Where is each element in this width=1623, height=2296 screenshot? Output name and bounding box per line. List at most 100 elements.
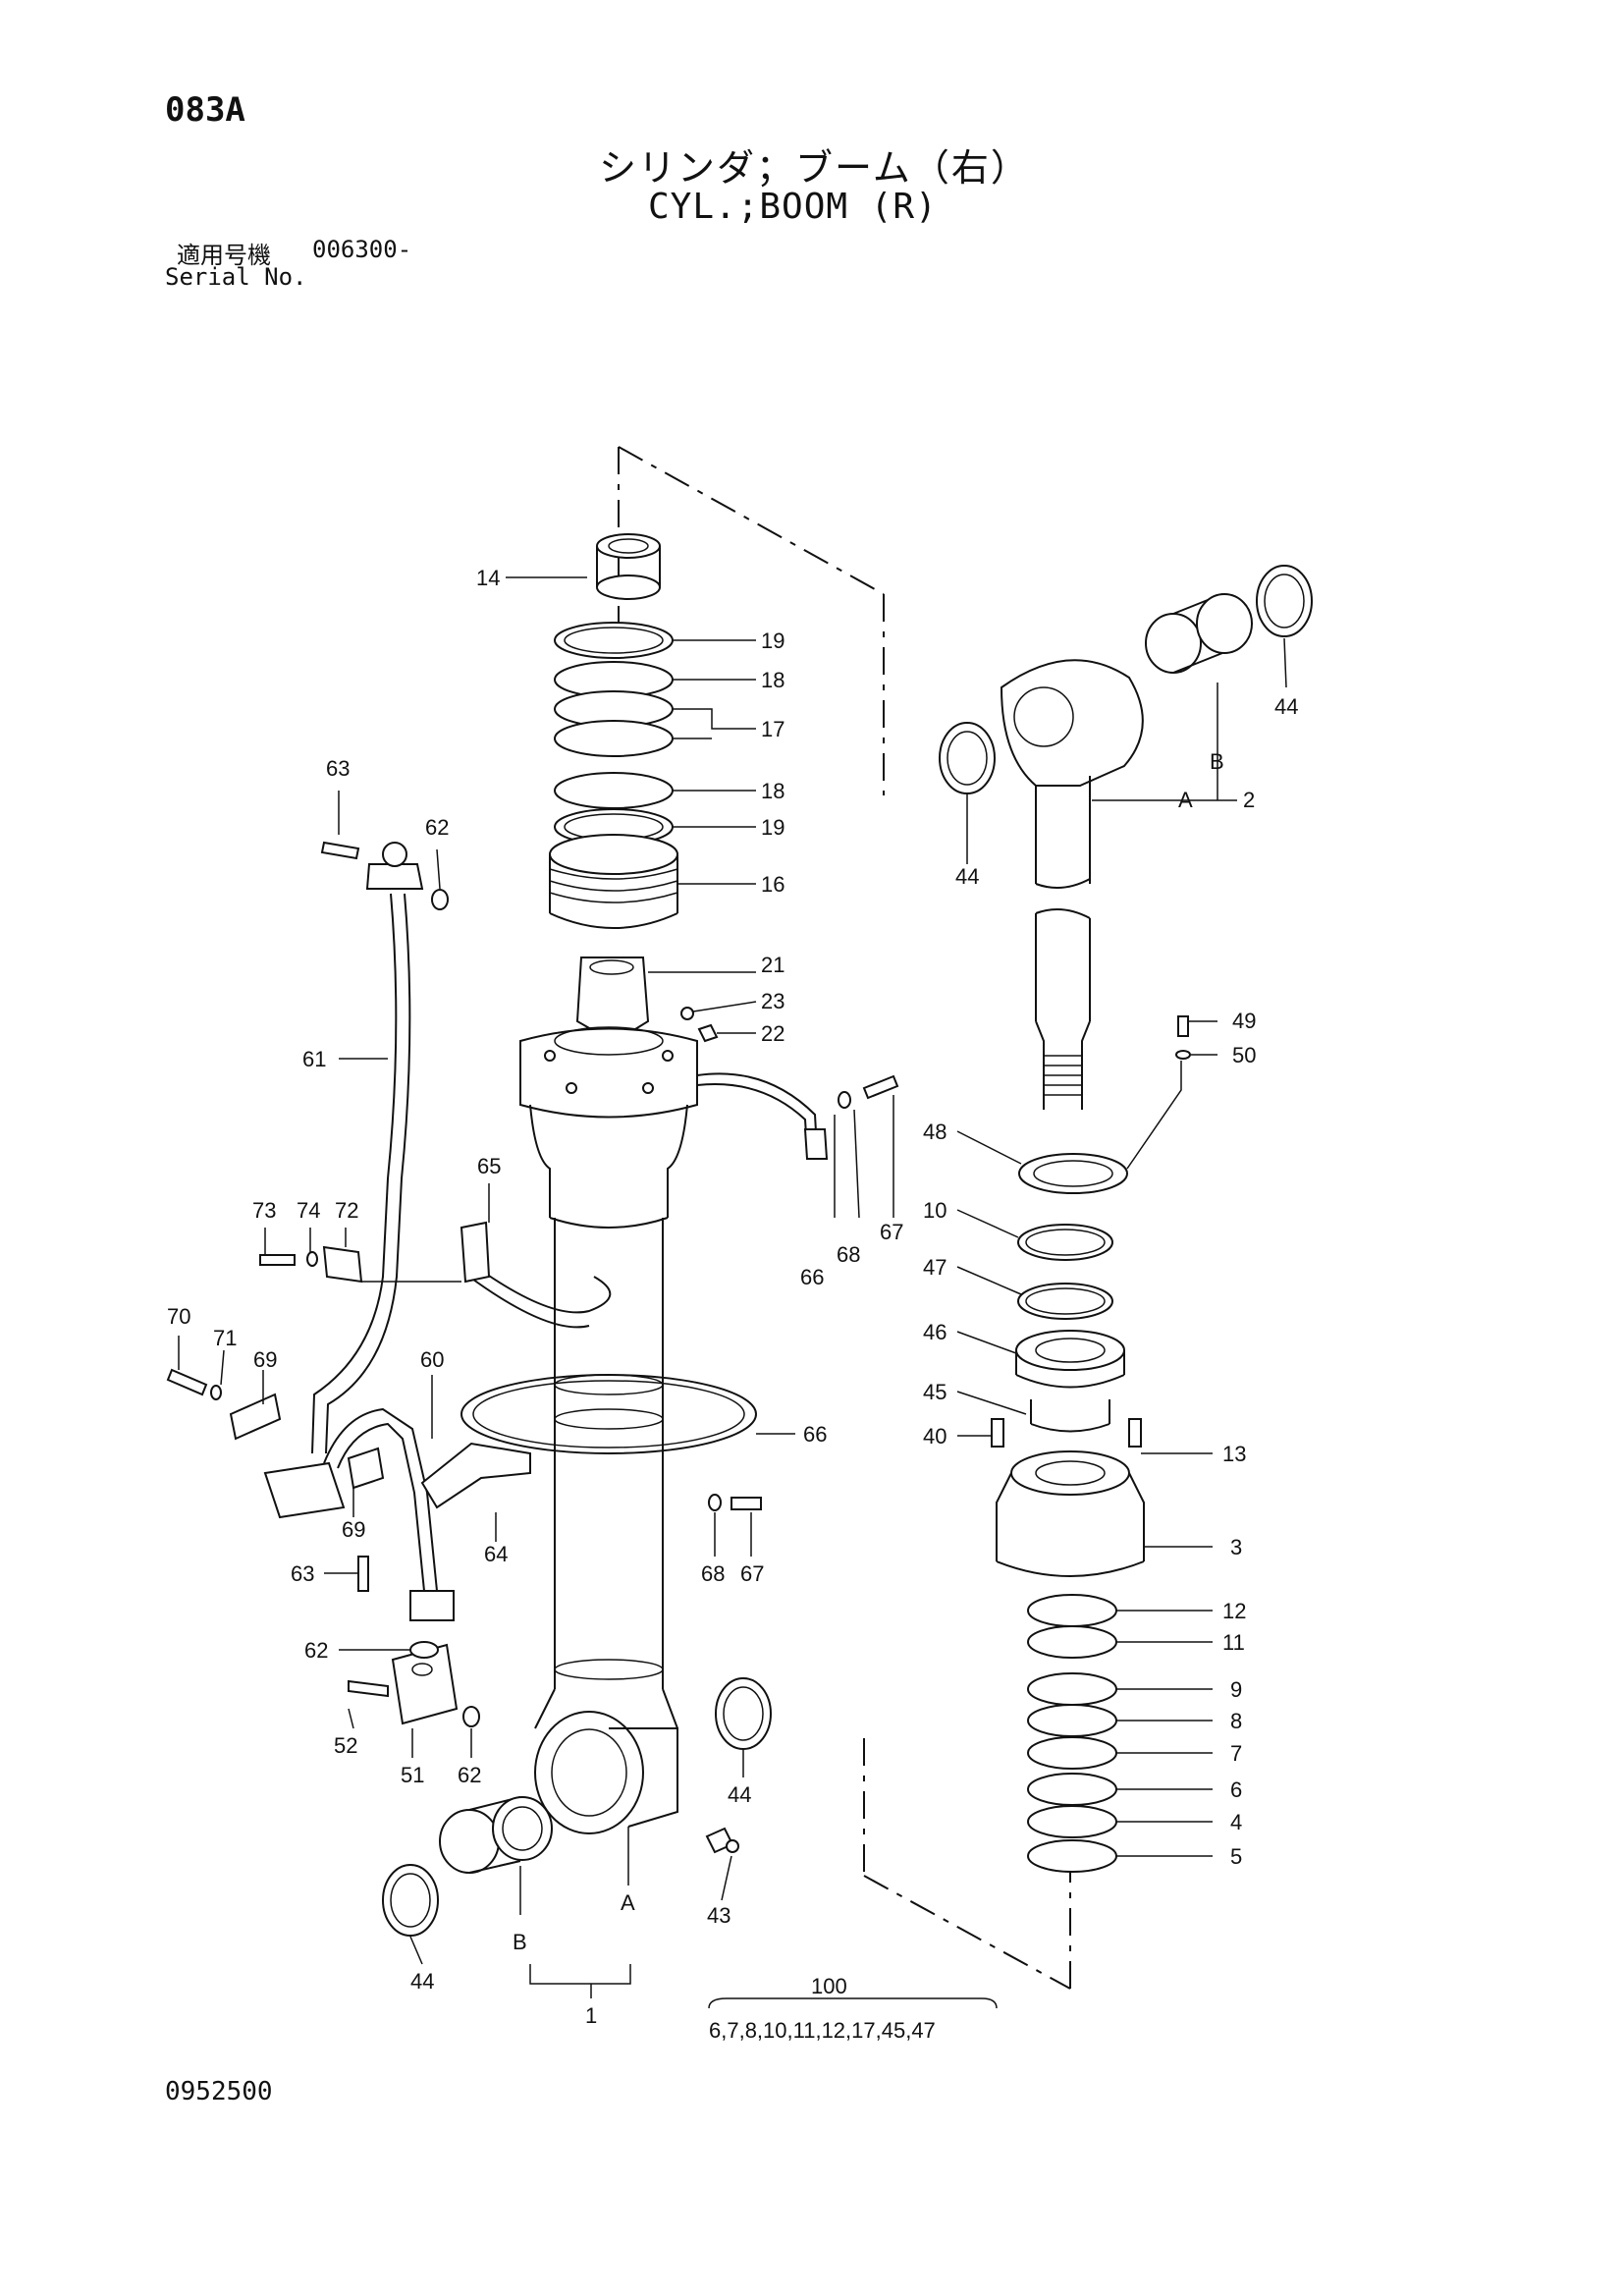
callout-62: 62 — [304, 1638, 328, 1663]
callout-63: 63 — [291, 1561, 314, 1586]
drawing-number: 0952500 — [165, 2077, 273, 2106]
callout-70: 70 — [167, 1304, 190, 1329]
callout-a: A — [621, 1890, 635, 1915]
kit-contents: 6,7,8,10,11,12,17,45,47 — [709, 2018, 936, 2043]
part-1-cylinder-tube — [519, 1026, 698, 1729]
callout-14: 14 — [476, 566, 500, 590]
callout-44: 44 — [1274, 694, 1298, 719]
part-63-bolts — [320, 841, 369, 1592]
callout-9: 9 — [1230, 1677, 1242, 1702]
part-44-seal-rod-left — [939, 722, 996, 794]
part-44-seal-bottom-left — [382, 1864, 439, 1937]
part-61-pipe — [311, 842, 424, 1454]
callout-66: 66 — [800, 1265, 824, 1289]
callout-23: 23 — [761, 989, 784, 1013]
callout-12: 12 — [1222, 1599, 1246, 1623]
callout-1: 1 — [585, 2003, 597, 2028]
callout-22: 22 — [761, 1021, 784, 1046]
title-english: CYL.;BOOM (R) — [648, 187, 938, 227]
part-60-pipe — [323, 1407, 455, 1621]
part-69-71-clip — [166, 1368, 385, 1490]
callout-45: 45 — [923, 1380, 947, 1404]
part-block-flange — [263, 1461, 346, 1519]
callout-8: 8 — [1230, 1709, 1242, 1733]
part-43-grease-fitting — [705, 1827, 739, 1854]
kit-number: 100 — [811, 1974, 847, 1998]
callout-65: 65 — [477, 1154, 501, 1178]
page-code: 083A — [165, 90, 245, 130]
callout-18: 18 — [761, 668, 784, 692]
callout-16: 16 — [761, 872, 784, 897]
callout-72: 72 — [335, 1198, 358, 1223]
callout-13: 13 — [1222, 1442, 1246, 1466]
part-64-bracket — [420, 1442, 531, 1509]
callout-44: 44 — [410, 1969, 434, 1994]
callout-61: 61 — [302, 1047, 326, 1071]
callout-4: 4 — [1230, 1810, 1242, 1834]
callout-67: 67 — [880, 1220, 903, 1244]
serial-number-value: 006300- — [312, 236, 412, 263]
callout-b: B — [513, 1930, 527, 1954]
part-10-47-seals — [1017, 1224, 1113, 1320]
part-46-45-bearing — [1015, 1330, 1125, 1433]
callout-44: 44 — [955, 864, 979, 889]
part-44-seal-bottom-right — [715, 1677, 772, 1750]
callout-52: 52 — [334, 1733, 357, 1758]
callout-2: 2 — [1243, 788, 1255, 812]
part-62-orings — [409, 889, 480, 1727]
callout-68: 68 — [701, 1561, 725, 1586]
part-52-bolt — [348, 1679, 389, 1698]
callout-40: 40 — [923, 1424, 947, 1449]
serial-label-japanese: 適用号機 — [177, 242, 271, 269]
callout-67: 67 — [740, 1561, 764, 1586]
callout-69: 69 — [342, 1517, 365, 1542]
part-bushing-b-bottom — [439, 1796, 553, 1874]
seal-stack-lower — [1027, 1594, 1117, 1873]
callout-17: 17 — [761, 717, 784, 741]
part-72-74-clip — [259, 1245, 363, 1284]
part-66-band-upper — [696, 1072, 829, 1160]
callout-69: 69 — [253, 1347, 277, 1372]
part-1-bottom-eye — [534, 1711, 678, 1834]
part-67-68-bolts — [708, 1074, 899, 1511]
callout-62: 62 — [425, 815, 449, 840]
callout-11: 11 — [1222, 1630, 1245, 1655]
part-3-rod-cover — [996, 1450, 1145, 1577]
callout-71: 71 — [213, 1326, 237, 1350]
callout-3: 3 — [1230, 1535, 1242, 1559]
part-2-piston-rod — [1000, 659, 1144, 1110]
part-49-50-bolt-washer — [1175, 1015, 1191, 1060]
callout-62: 62 — [458, 1763, 481, 1787]
callout-46: 46 — [923, 1320, 947, 1344]
callout-63: 63 — [326, 756, 350, 781]
leader-lines — [178, 576, 1287, 2009]
callout-51: 51 — [401, 1763, 424, 1787]
callout-7: 7 — [1230, 1741, 1242, 1766]
part-40-13-fittings — [991, 1418, 1142, 1448]
serial-label-english: Serial No. — [165, 263, 307, 291]
part-16-piston — [549, 834, 678, 929]
callout-68: 68 — [837, 1242, 860, 1267]
callout-50: 50 — [1232, 1043, 1256, 1067]
callout-47: 47 — [923, 1255, 947, 1280]
part-bushing-b-rod — [1145, 593, 1253, 674]
callout-21: 21 — [761, 953, 784, 977]
callout-64: 64 — [484, 1542, 508, 1566]
callout-10: 10 — [923, 1198, 947, 1223]
callout-60: 60 — [420, 1347, 444, 1372]
callout-a: A — [1178, 788, 1193, 812]
callout-labels: 14 19 18 17 18 19 16 21 23 22 44 B A 2 4… — [167, 566, 1298, 2043]
callout-48: 48 — [923, 1120, 947, 1144]
callout-18: 18 — [761, 779, 784, 803]
part-48-plate — [1018, 1153, 1128, 1194]
part-21-nut — [575, 957, 719, 1043]
part-14-bushing — [596, 533, 661, 600]
callout-44: 44 — [728, 1782, 751, 1807]
part-66-band-lower — [460, 1374, 757, 1454]
part-44-seal-rod-right — [1256, 565, 1313, 637]
callout-19: 19 — [761, 629, 784, 653]
title-japanese: シリンダ；ブーム（右） — [599, 146, 1030, 190]
callout-19: 19 — [761, 815, 784, 840]
seal-stack-upper — [554, 622, 674, 846]
